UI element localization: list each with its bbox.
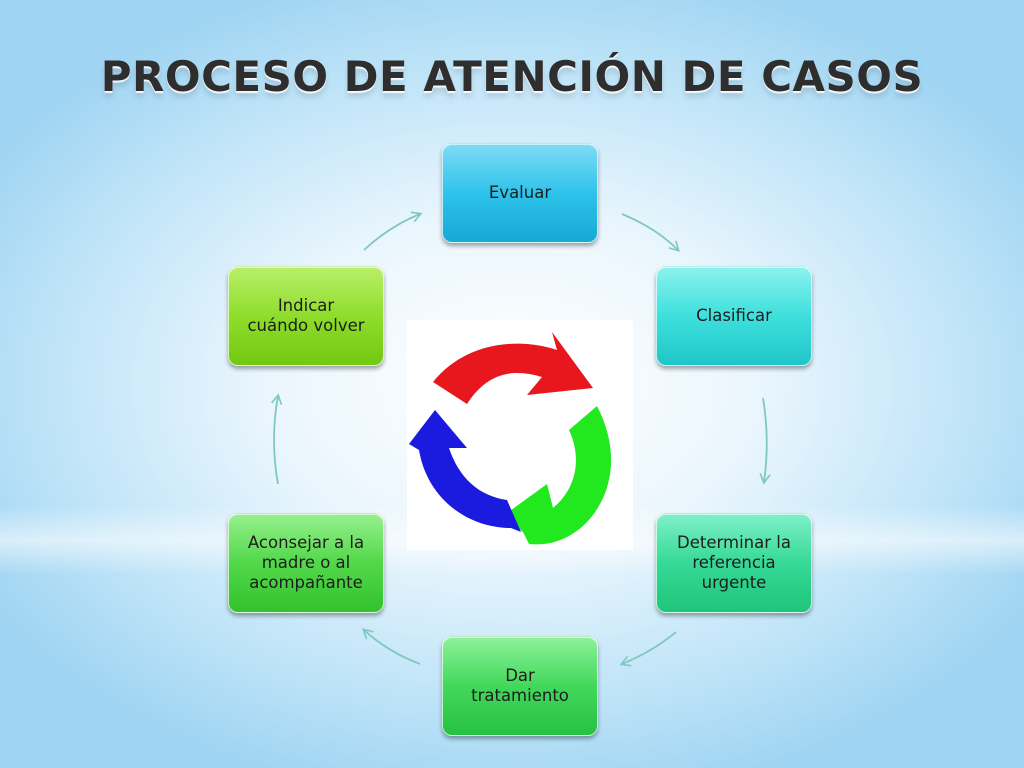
- step-determinar-referencia: Determinar la referencia urgente: [656, 513, 812, 613]
- step-dar-tratamiento: Dar tratamiento: [442, 636, 598, 736]
- arrow-clasificar-to-determinar: [759, 397, 771, 485]
- green-cycle-arrow: [503, 406, 612, 545]
- step-aconsejar: Aconsejar a la madre o al acompañante: [228, 513, 384, 613]
- step-indicar-cuando-volver: Indicar cuándo volver: [228, 266, 384, 366]
- arrow-dar-to-aconsejar: [362, 628, 421, 665]
- slide-title: PROCESO DE ATENCIÓN DE CASOS: [100, 52, 924, 101]
- arrow-indicar-to-evaluar: [363, 211, 423, 251]
- step-clasificar: Clasificar: [656, 266, 812, 366]
- step-evaluar: Evaluar: [442, 143, 598, 243]
- arrow-aconsejar-to-indicar: [271, 393, 283, 485]
- arrow-evaluar-to-clasificar: [621, 213, 680, 252]
- blue-cycle-arrow: [409, 410, 521, 532]
- circular-arrows-icon: [407, 320, 633, 550]
- red-cycle-arrow: [433, 332, 593, 404]
- arrow-determinar-to-dar: [619, 631, 677, 667]
